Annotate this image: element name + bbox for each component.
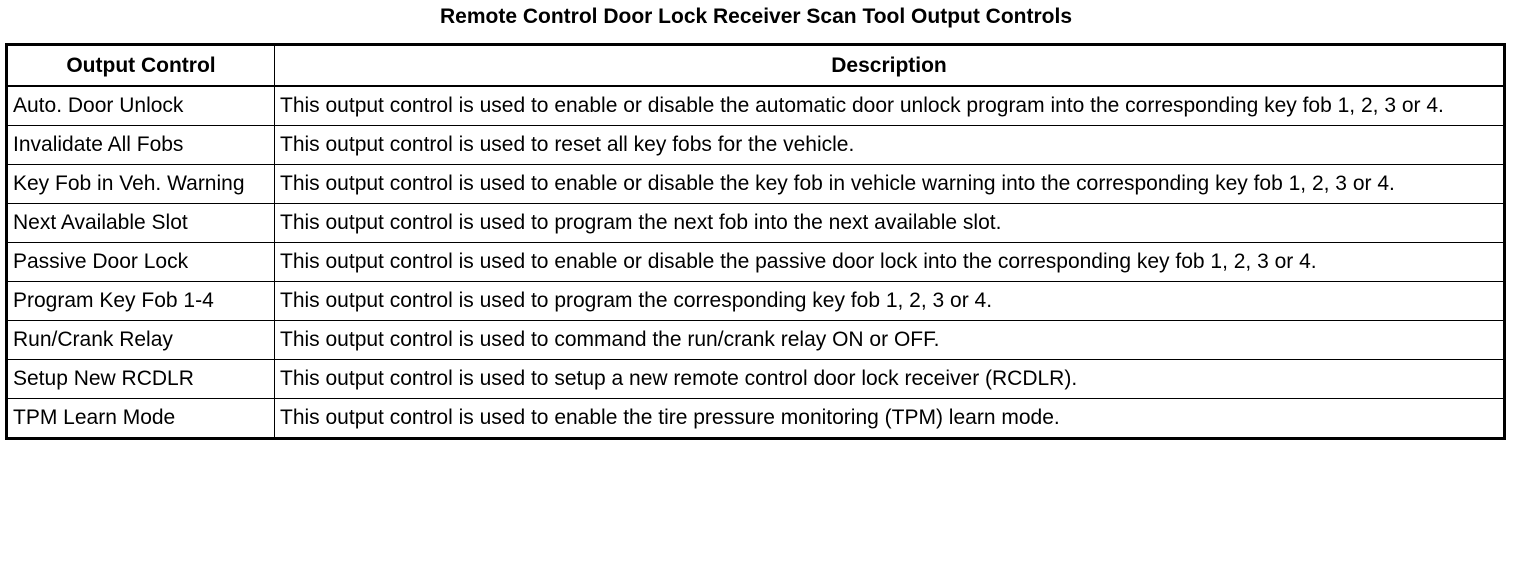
- output-control-cell: Run/Crank Relay: [6, 320, 275, 360]
- table-row: TPM Learn Mode This output control is us…: [6, 398, 1505, 439]
- output-control-cell: Invalidate All Fobs: [6, 125, 275, 165]
- description-cell: This output control is used to enable or…: [274, 164, 1505, 204]
- output-control-cell: Key Fob in Veh. Warning: [6, 164, 275, 204]
- description-cell: This output control is used to setup a n…: [274, 359, 1505, 399]
- description-cell: This output control is used to enable or…: [274, 85, 1505, 126]
- table-row: Setup New RCDLR This output control is u…: [6, 359, 1505, 399]
- description-cell: This output control is used to enable th…: [274, 398, 1505, 439]
- table-row: Run/Crank Relay This output control is u…: [6, 320, 1505, 360]
- description-cell: This output control is used to command t…: [274, 320, 1505, 360]
- header-output-control: Output Control: [6, 44, 275, 87]
- description-cell: This output control is used to reset all…: [274, 125, 1505, 165]
- table-row: Key Fob in Veh. Warning This output cont…: [6, 164, 1505, 204]
- description-cell: This output control is used to program t…: [274, 203, 1505, 243]
- output-control-cell: Program Key Fob 1-4: [6, 281, 275, 321]
- table-row: Next Available Slot This output control …: [6, 203, 1505, 243]
- output-controls-table: Output Control Description Auto. Door Un…: [5, 43, 1506, 440]
- table-body: Auto. Door Unlock This output control is…: [6, 85, 1505, 439]
- table-row: Passive Door Lock This output control is…: [6, 242, 1505, 282]
- table-row: Program Key Fob 1-4 This output control …: [6, 281, 1505, 321]
- description-cell: This output control is used to program t…: [274, 281, 1505, 321]
- output-control-cell: Setup New RCDLR: [6, 359, 275, 399]
- table-row: Auto. Door Unlock This output control is…: [6, 85, 1505, 126]
- output-control-cell: Next Available Slot: [6, 203, 275, 243]
- output-control-cell: TPM Learn Mode: [6, 398, 275, 439]
- table-title: Remote Control Door Lock Receiver Scan T…: [440, 5, 1072, 28]
- table-header: Output Control Description: [6, 44, 1505, 87]
- description-cell: This output control is used to enable or…: [274, 242, 1505, 282]
- header-row: Output Control Description: [6, 44, 1505, 87]
- output-control-cell: Auto. Door Unlock: [6, 85, 275, 126]
- header-description: Description: [274, 44, 1505, 87]
- output-control-cell: Passive Door Lock: [6, 242, 275, 282]
- table-row: Invalidate All Fobs This output control …: [6, 125, 1505, 165]
